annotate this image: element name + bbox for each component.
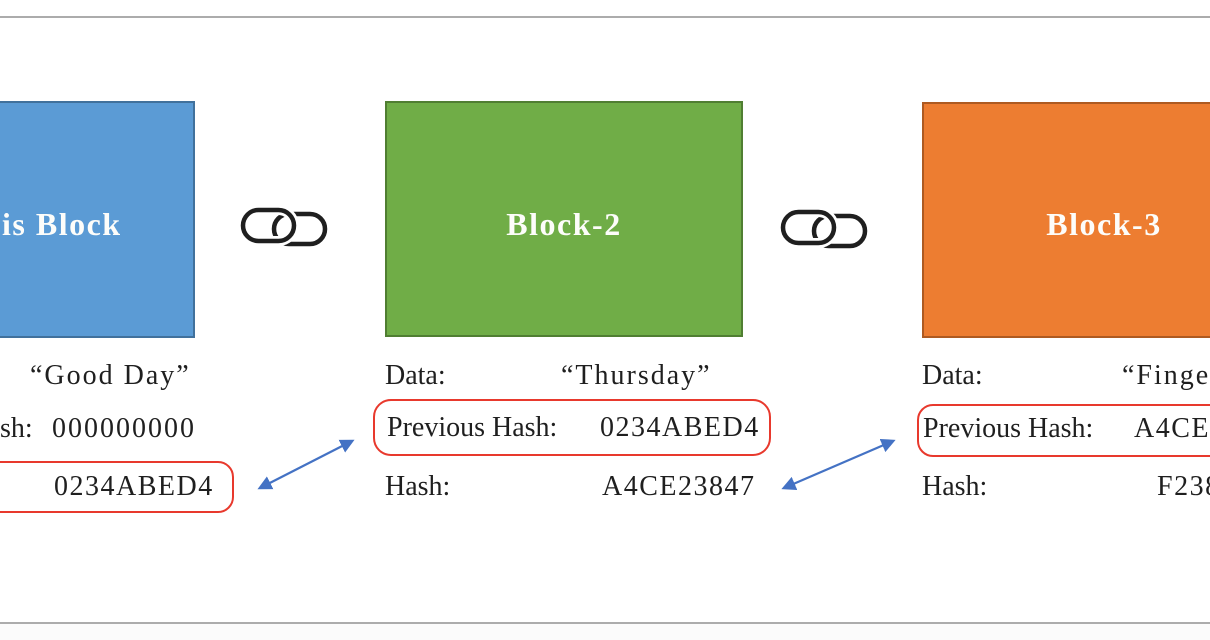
block-3-previous-hash-value: A4CE2: [1134, 413, 1210, 444]
block-1-previous-hash-value: 000000000: [52, 413, 196, 444]
block-2-data-label: Data:: [385, 360, 446, 391]
chain-link-icon: [240, 205, 328, 247]
block-2-previous-hash-value: 0234ABED4: [600, 412, 760, 443]
top-divider: [0, 16, 1210, 18]
bottom-divider: [0, 622, 1210, 624]
chain-link-icon: [780, 207, 868, 249]
arrow-block2-hash-to-block3-prevhash: [781, 438, 896, 491]
arrow-block1-hash-to-block2-prevhash: [257, 439, 355, 490]
block-3-hash-label: Hash:: [922, 471, 988, 502]
block-2-previous-hash-highlight-box: [373, 399, 771, 456]
block-3-title: Block-3: [1046, 206, 1162, 242]
block-3-data-value: “Finge: [1122, 360, 1210, 391]
block-3-box: [922, 102, 1210, 338]
block-1-data-value: “Good Day”: [30, 360, 191, 391]
block-3-data-label: Data:: [922, 360, 983, 391]
block-2-data-value: “Thursday”: [561, 360, 712, 391]
block-1-previous-hash-label: sh:: [0, 413, 33, 444]
block-3-previous-hash-highlight-box: [917, 404, 1210, 457]
block-1-title: is Block: [2, 206, 122, 242]
block-2-title: Block-2: [506, 206, 622, 242]
block-1-hash-highlight-box: [0, 461, 234, 513]
block-3-hash-value: F2384: [1157, 471, 1210, 502]
block-2-hash-value: A4CE23847: [602, 471, 756, 502]
block-3-previous-hash-label: Previous Hash:: [923, 413, 1094, 444]
page-margin-strip: [0, 624, 1210, 640]
block-2-box: [385, 101, 743, 337]
block-2-hash-label: Hash:: [385, 471, 451, 502]
block-2-previous-hash-label: Previous Hash:: [387, 412, 558, 443]
block-1-box: [0, 101, 195, 338]
block-1-hash-value: 0234ABED4: [54, 471, 214, 502]
